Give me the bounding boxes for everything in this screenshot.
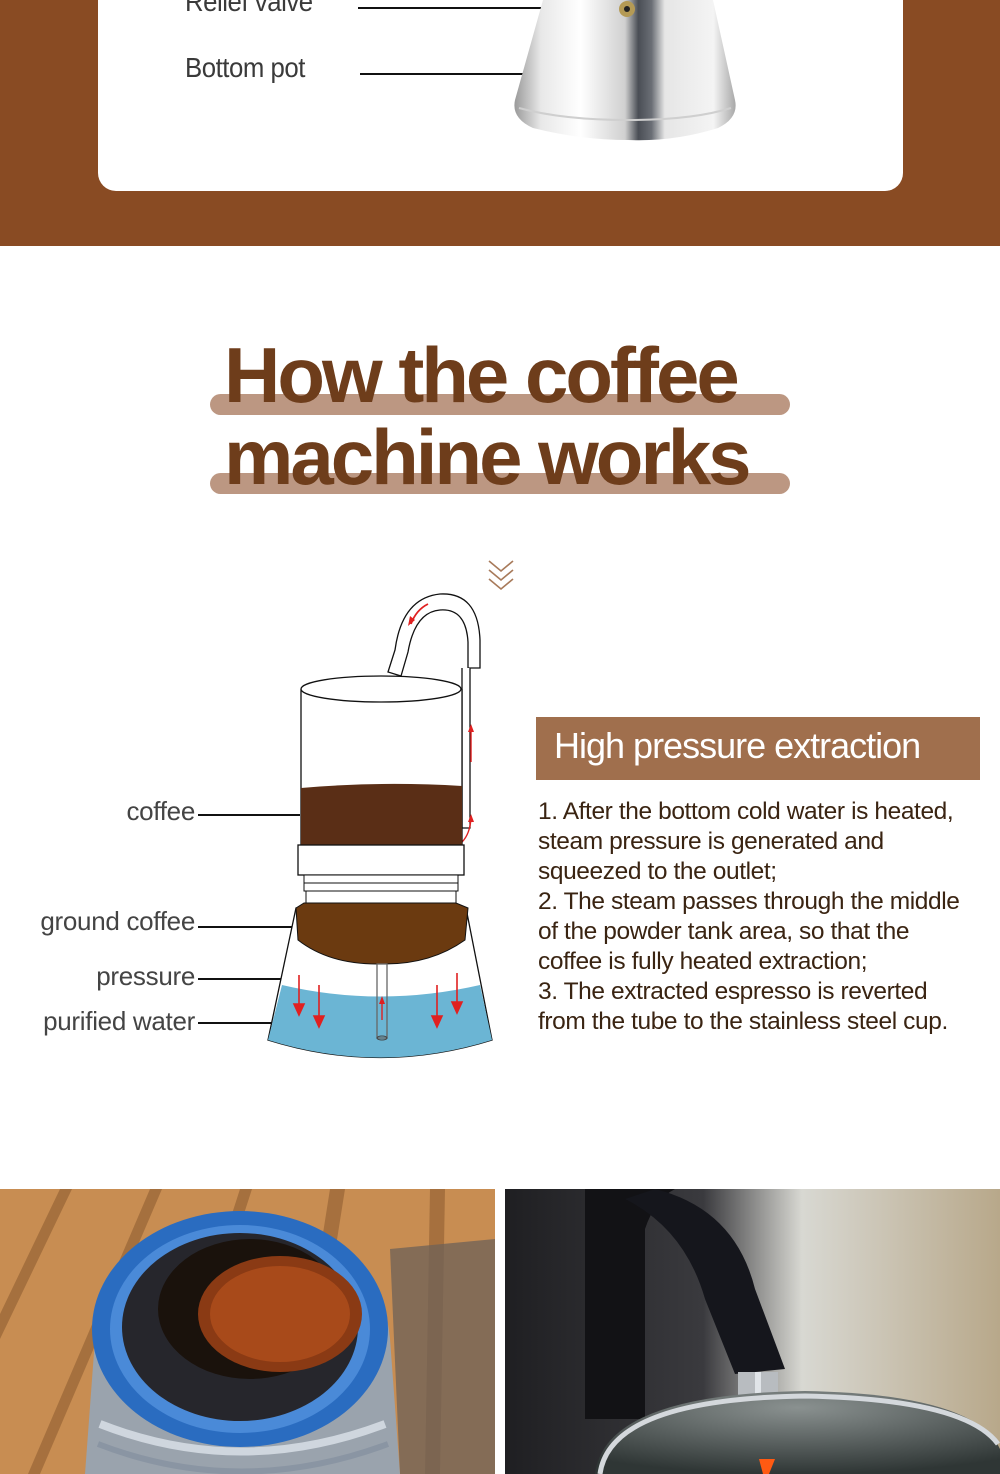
description-line: coffee is fully heated extraction; bbox=[538, 948, 868, 975]
product-parts-section: Relief valve Bottom pot bbox=[0, 0, 1000, 246]
title-underline-bar bbox=[210, 473, 790, 494]
description-line: of the powder tank area, so that the bbox=[538, 918, 910, 945]
description-line: from the tube to the stainless steel cup… bbox=[538, 1008, 948, 1035]
description-line: 3. The extracted espresso is reverted bbox=[538, 978, 928, 1005]
coffee-label: coffee bbox=[126, 796, 195, 826]
ground-coffee-label: ground coffee bbox=[40, 906, 195, 936]
title-line-1: How the coffee bbox=[224, 331, 740, 419]
description-line: steam pressure is generated and bbox=[538, 828, 884, 855]
ground-coffee-photo-image bbox=[0, 1189, 495, 1474]
title-underline-bar bbox=[210, 394, 790, 415]
section-title: How the coffee machine works bbox=[210, 330, 790, 500]
description-line: 1. After the bottom cold water is heated… bbox=[538, 798, 954, 825]
pressure-leader bbox=[198, 978, 302, 980]
description-line: squeezed to the outlet; bbox=[538, 858, 777, 885]
relief-valve-leader bbox=[358, 7, 612, 9]
bottom-pot-leader bbox=[360, 73, 528, 75]
triple-chevron-down-icon bbox=[488, 560, 514, 591]
bottom-pot-label: Bottom pot bbox=[185, 52, 305, 83]
bottom-pot-image bbox=[514, 0, 736, 141]
panel-header: High pressure extraction bbox=[536, 717, 980, 780]
title-line-2: machine works bbox=[224, 413, 752, 501]
pressure-label: pressure bbox=[96, 961, 195, 991]
description-line: 2. The steam passes through the middle bbox=[538, 888, 960, 915]
coffee-leader bbox=[198, 814, 300, 816]
espresso-pouring-photo-image bbox=[505, 1189, 1000, 1474]
panel-description: 1. After the bottom cold water is heated… bbox=[538, 797, 988, 1037]
product-parts-card: Relief valve Bottom pot bbox=[98, 0, 903, 191]
purified-water-leader bbox=[198, 1022, 286, 1024]
panel-header-text: High pressure extraction bbox=[554, 725, 921, 766]
ground-coffee-leader bbox=[198, 926, 296, 928]
ground-coffee-photo bbox=[0, 1189, 495, 1474]
purified-water-label: purified water bbox=[43, 1006, 195, 1036]
espresso-pouring-photo bbox=[505, 1189, 1000, 1474]
moka-pot-diagram bbox=[267, 593, 493, 1059]
relief-valve-label: Relief valve bbox=[185, 0, 313, 17]
